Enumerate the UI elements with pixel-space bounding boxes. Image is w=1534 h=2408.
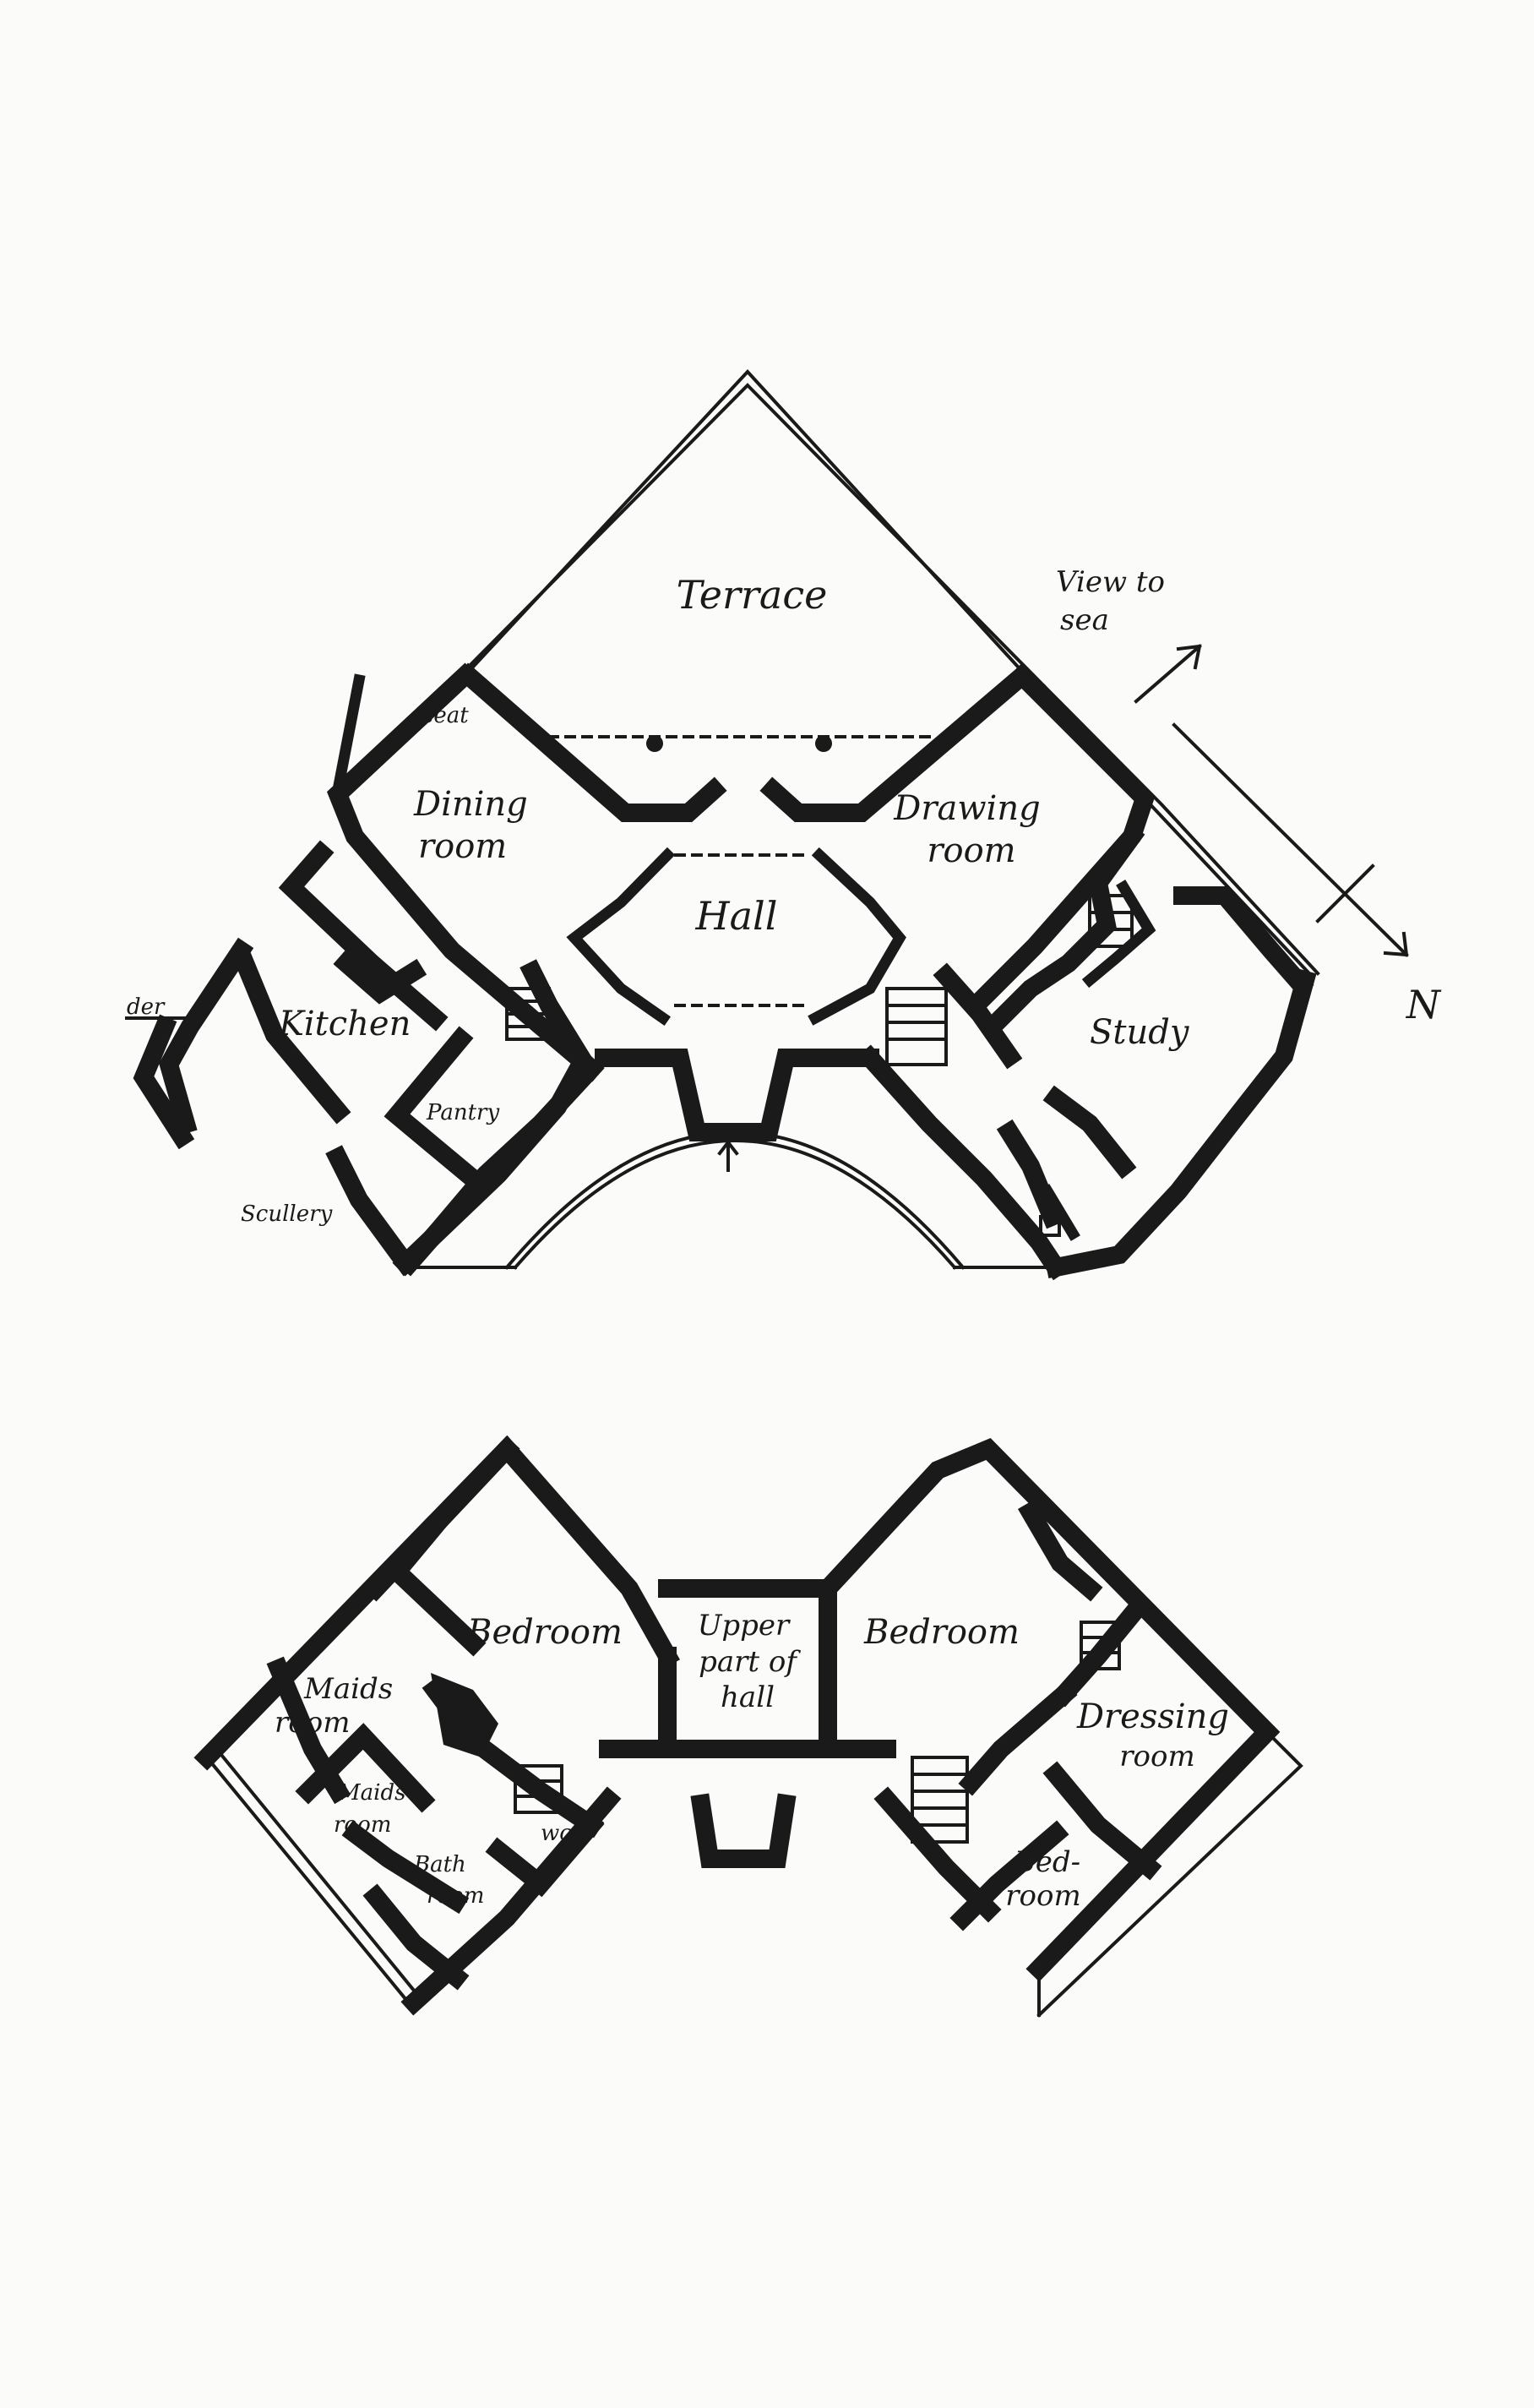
terrace-label: Terrace (677, 572, 828, 618)
first-stairs (514, 1621, 1121, 1844)
view-to-sea-label-line1: View to (1056, 565, 1165, 599)
north-label: N (1406, 982, 1442, 1027)
wc-label: wc (541, 1821, 572, 1846)
bedroom-left-label: Bedroom (466, 1613, 623, 1652)
seat-label: seat (422, 703, 469, 728)
dressing-room-label-line2: room (1119, 1740, 1194, 1773)
maids-room-1-label-line2: room (275, 1706, 350, 1740)
upper-hall-label-line3: hall (721, 1681, 775, 1714)
bedroom-small-label-line2: room (1005, 1879, 1080, 1913)
bathroom-label-line2: room (427, 1883, 484, 1909)
scullery-label: Scullery (241, 1201, 333, 1227)
terrace-outline (447, 369, 1320, 976)
bathroom-label-line1: Bath (413, 1852, 466, 1877)
ground-floor-plan: Terrace View to sea seat Dining room Dra… (125, 369, 1442, 1281)
ground-stairs (505, 894, 1134, 1172)
first-left-walls (193, 1435, 680, 2016)
right-wing-walls (933, 662, 1317, 1278)
maids-room-2-label-line1: Maids (337, 1780, 405, 1806)
pantry-label: Pantry (426, 1100, 499, 1125)
bedroom-small-label-line1: Bed- (1014, 1845, 1080, 1879)
study-label: Study (1090, 1013, 1190, 1052)
front-court-arc (396, 1044, 1069, 1281)
maids-room-2-label-line2: room (334, 1812, 391, 1838)
first-floor-plan: Bedroom Bedroom Upper part of hall Maids… (193, 1435, 1303, 2018)
dining-room-label-line1: Dining (413, 785, 528, 824)
hall-label: Hall (695, 893, 778, 939)
dining-room-label-line2: room (418, 827, 507, 866)
bedroom-right-label: Bedroom (863, 1613, 1020, 1652)
upper-hall-label-line1: Upper (698, 1609, 791, 1643)
drawing-room-label-line2: room (927, 831, 1015, 870)
left-wing-walls (125, 662, 605, 1277)
view-to-sea-label-line2: sea (1060, 603, 1109, 637)
orientation-arrows (1134, 644, 1409, 957)
first-right-walls (814, 1437, 1303, 2018)
kitchen-label: Kitchen (278, 1005, 411, 1043)
upper-hall-label-line2: part of (699, 1645, 801, 1679)
dressing-room-label-line1: Dressing (1076, 1697, 1229, 1736)
maids-room-1-label-line1: Maids (303, 1672, 393, 1706)
drawing-room-label-line1: Drawing (893, 789, 1040, 828)
larder-label: der (127, 994, 166, 1020)
